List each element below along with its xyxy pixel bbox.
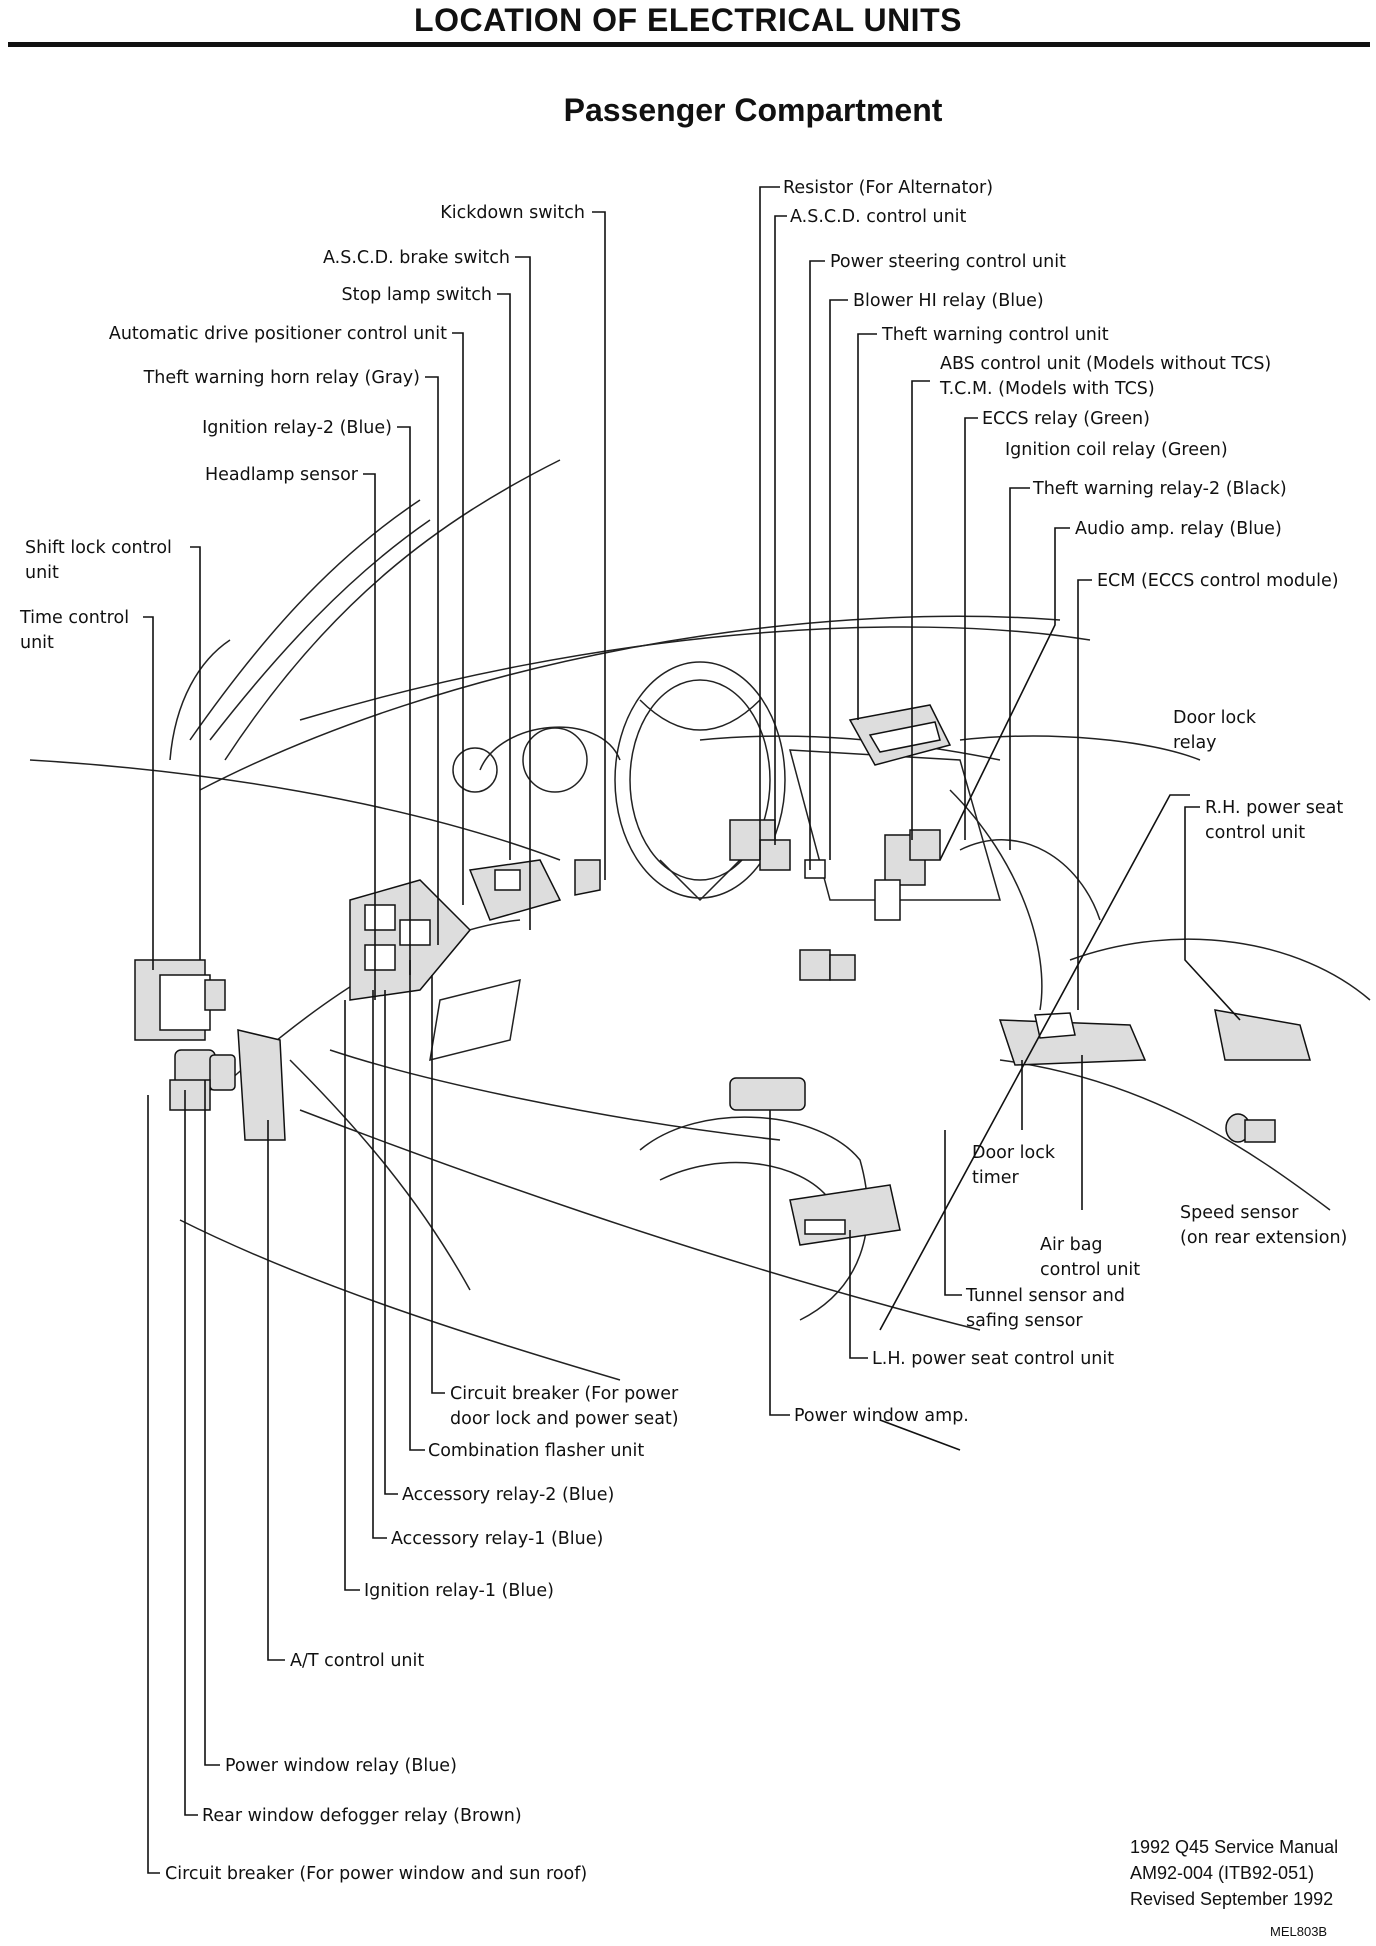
label-headlamp-sensor: Headlamp sensor [205,465,359,485]
label-speed-sensor-line2: (on rear extension) [1180,1228,1347,1248]
label-time-control-line1: Time control [19,608,129,628]
page-title: LOCATION OF ELECTRICAL UNITS [414,2,962,38]
component-center-relays [874,829,941,921]
component-power-window-amp [729,1077,806,1111]
label-ascd-control-unit: A.S.C.D. control unit [790,207,967,227]
callout-labels: Kickdown switch A.S.C.D. brake switch St… [19,178,1347,1884]
label-air-bag-line1: Air bag [1040,1235,1103,1255]
label-accessory-relay-2: Accessory relay-2 (Blue) [402,1485,614,1505]
label-rh-power-seat-line1: R.H. power seat [1205,798,1343,818]
label-tcm: T.C.M. (Models with TCS) [939,379,1155,399]
component-theft-warning-unit [848,704,952,766]
label-theft-warning-relay-2: Theft warning relay-2 (Black) [1032,479,1287,499]
label-theft-warning-horn-relay: Theft warning horn relay (Gray) [143,368,420,388]
manual-reference: 1992 Q45 Service Manual AM92-004 (ITB92-… [1130,1834,1338,1912]
label-abs-control-unit: ABS control unit (Models without TCS) [940,354,1271,374]
label-time-control-line2: unit [20,633,54,653]
label-power-window-relay: Power window relay (Blue) [225,1756,457,1776]
label-door-lock-timer-line2: timer [972,1168,1020,1188]
component-rh-power-seat-unit [1214,1009,1311,1061]
label-door-lock-relay-line2: relay [1173,733,1217,753]
label-shift-lock-line1: Shift lock control [25,538,172,558]
title-rule [8,42,1370,47]
label-speed-sensor-line1: Speed sensor [1180,1203,1299,1223]
label-rear-defogger-relay: Rear window defogger relay (Brown) [202,1806,522,1826]
label-door-lock-timer-line1: Door lock [972,1143,1056,1163]
label-ecm: ECM (ECCS control module) [1097,571,1339,591]
label-blower-hi-relay: Blower HI relay (Blue) [853,291,1044,311]
label-circuit-breaker-door-line2: door lock and power seat) [450,1409,679,1429]
component-shift-lock-unit [134,959,226,1041]
section-subtitle: Passenger Compartment [563,92,943,128]
label-eccs-relay: ECCS relay (Green) [982,409,1150,429]
label-lh-power-seat: L.H. power seat control unit [872,1349,1114,1369]
label-audio-amp-relay: Audio amp. relay (Blue) [1075,519,1282,539]
footer-line-revised: Revised September 1992 [1130,1889,1334,1909]
label-ignition-relay-1: Ignition relay-1 (Blue) [364,1581,554,1601]
label-resistor: Resistor (For Alternator) [783,178,993,198]
label-door-lock-relay-line1: Door lock [1173,708,1257,728]
label-ascd-brake-switch: A.S.C.D. brake switch [323,248,510,268]
component-speed-sensor [1225,1113,1276,1143]
label-stop-lamp-switch: Stop lamp switch [341,285,492,305]
label-power-steering-control: Power steering control unit [830,252,1066,272]
label-ignition-coil-relay: Ignition coil relay (Green) [1005,440,1228,460]
component-ecm [998,1012,1147,1066]
label-rh-power-seat-line2: control unit [1205,823,1305,843]
component-fuse-relay-block [349,859,601,1001]
component-at-control-unit [237,1029,286,1141]
label-circuit-breaker-door-line1: Circuit breaker (For power [450,1384,679,1404]
figure-code: MEL803B [1270,1924,1328,1939]
label-air-bag-line2: control unit [1040,1260,1140,1280]
label-combination-flasher: Combination flasher unit [428,1441,644,1461]
label-automatic-drive-positioner: Automatic drive positioner control unit [109,324,447,344]
component-tunnel-sensor [799,949,856,981]
label-ignition-relay-2: Ignition relay-2 (Blue) [202,418,392,438]
footer-line-bulletin: AM92-004 (ITB92-051) [1130,1863,1315,1883]
label-power-window-amp: Power window amp. [794,1406,969,1426]
label-theft-warning-control: Theft warning control unit [881,325,1109,345]
label-shift-lock-line2: unit [25,563,59,583]
label-accessory-relay-1: Accessory relay-1 (Blue) [391,1529,603,1549]
interior-drawing [29,459,1371,1381]
component-lh-power-seat-unit [789,1184,901,1246]
label-kickdown-switch: Kickdown switch [440,203,585,223]
label-tunnel-sensor-line2: safing sensor [966,1311,1083,1331]
label-circuit-breaker-window: Circuit breaker (For power window and su… [165,1864,587,1884]
label-tunnel-sensor-line1: Tunnel sensor and [965,1286,1125,1306]
footer-line-manual: 1992 Q45 Service Manual [1130,1837,1339,1857]
leader-lines [143,186,1241,1874]
component-relay-cluster-left [169,1049,236,1111]
label-at-control-unit: A/T control unit [290,1651,424,1671]
